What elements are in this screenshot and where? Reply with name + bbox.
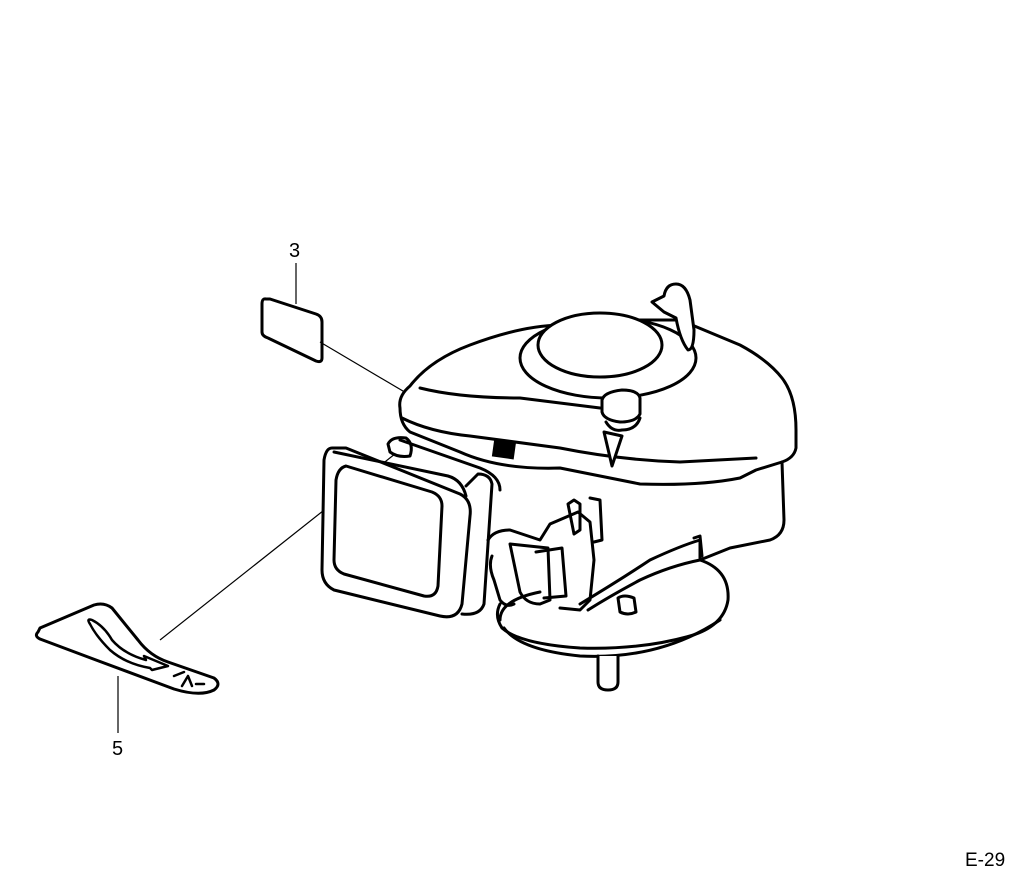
callout-3-label: 3 [289,240,301,262]
page-label: E-29 [965,850,1006,871]
engine-assembly [320,282,798,692]
callout-5-label: 5 [112,738,124,760]
part-3-label-plate [260,297,324,364]
part-5-arrow-decal [34,602,220,695]
